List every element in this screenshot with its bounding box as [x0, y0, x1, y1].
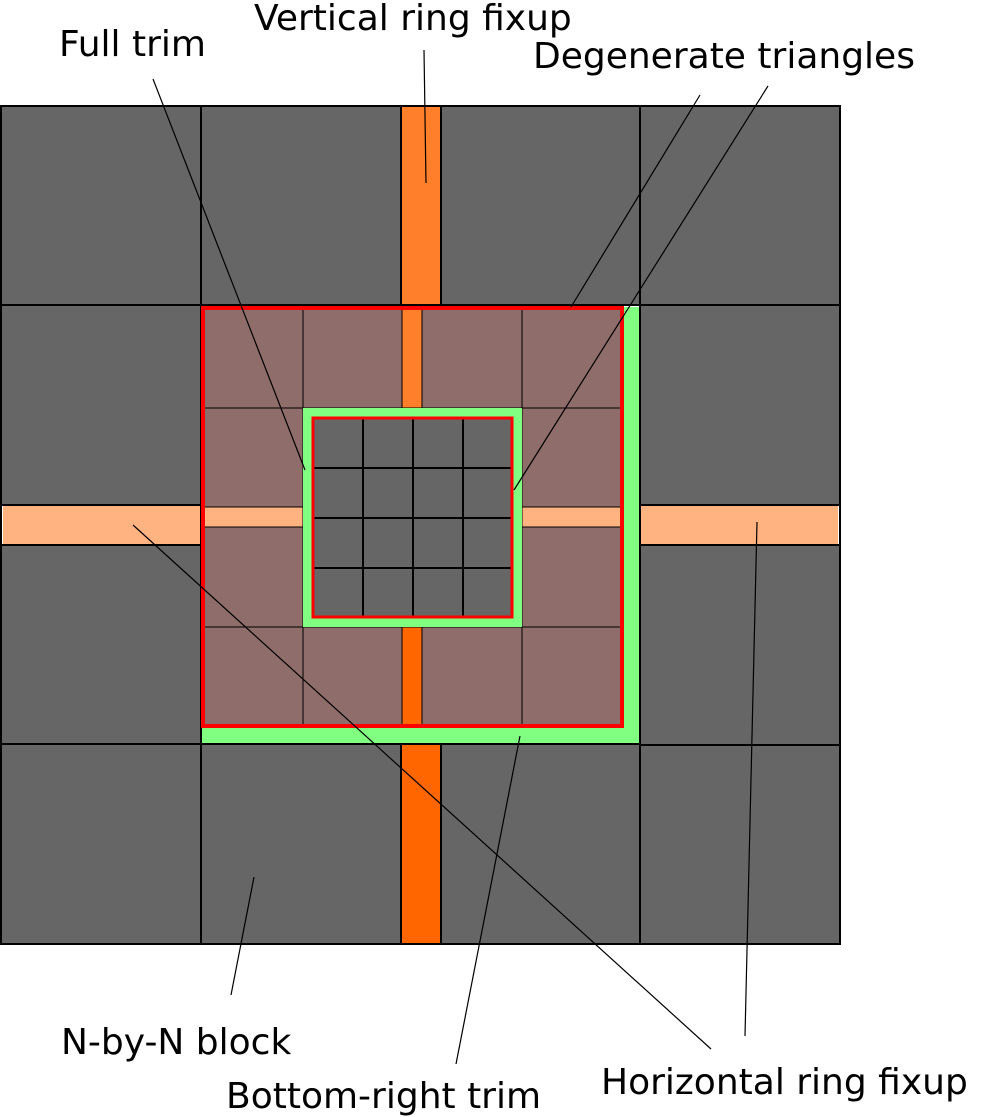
label-degenerate-triangles: Degenerate triangles	[533, 36, 915, 77]
label-vertical-ring-fixup: Vertical ring fixup	[254, 0, 572, 39]
trim-bottom-strip	[201, 725, 640, 744]
block	[441, 106, 640, 305]
middle-vertical-fixup-bottom	[402, 627, 422, 726]
leader-lines	[132, 49, 769, 1065]
block	[640, 545, 840, 745]
middle-vertical-fixup-top	[402, 308, 422, 408]
outer-horizontal-fixups	[3, 506, 838, 544]
label-bottom-right-trim: Bottom-right trim	[226, 1076, 541, 1117]
vertical-fixup-bottom	[401, 744, 441, 944]
inner-level	[303, 408, 522, 627]
label-nbyn-block: N-by-N block	[61, 1022, 291, 1063]
middle-degenerate-outline	[201, 306, 624, 728]
leader-horizontal-ring-fixup-1	[132, 524, 712, 1050]
block	[640, 745, 840, 944]
block	[640, 106, 840, 305]
leader-vertical-ring-fixup	[423, 49, 427, 184]
block	[1, 305, 201, 505]
horizontal-fixup-right	[641, 506, 838, 544]
block	[640, 305, 840, 505]
trim-right-strip	[622, 307, 640, 744]
middle-horizontal-fixup-right	[522, 507, 622, 527]
block	[1, 744, 201, 944]
leader-degenerate-triangles-1	[570, 94, 701, 308]
block	[1, 106, 201, 305]
block	[201, 744, 401, 944]
middle-horizontal-fixup-left	[203, 507, 303, 527]
bottom-right-trim	[201, 307, 640, 744]
labels: Vertical ring fixup Full trim Degenerate…	[59, 0, 968, 1117]
leader-degenerate-triangles-2	[513, 85, 769, 491]
horizontal-fixup-left	[3, 506, 201, 544]
outer-ring-blocks	[1, 106, 840, 944]
block	[441, 744, 640, 944]
leader-bottom-right-trim	[455, 735, 521, 1065]
label-full-trim: Full trim	[59, 24, 206, 65]
block	[1, 545, 201, 744]
leader-full-trim	[152, 78, 306, 471]
inner-grid-lines	[313, 418, 512, 617]
block	[201, 106, 401, 305]
vertical-fixup-top	[401, 106, 441, 305]
leader-horizontal-ring-fixup-2	[744, 521, 758, 1037]
inner-degenerate-outline	[311, 416, 514, 619]
label-horizontal-ring-fixup: Horizontal ring fixup	[601, 1062, 968, 1103]
outer-vertical-fixups	[401, 106, 441, 944]
leader-nbyn-block	[230, 876, 255, 996]
